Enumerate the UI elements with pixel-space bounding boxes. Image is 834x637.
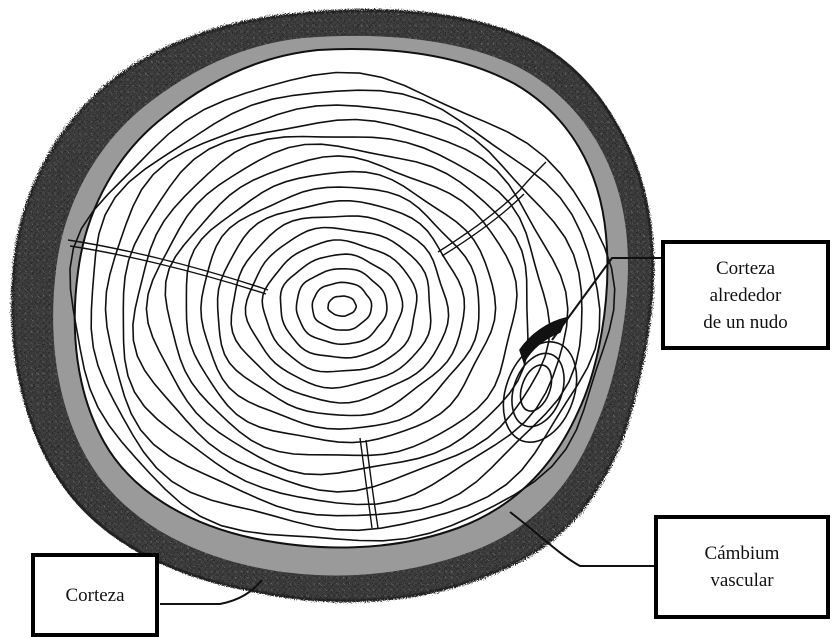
label-cambium-line-2: vascular (705, 567, 780, 594)
label-knot-bark: Corteza alrededor de un nudo (661, 240, 830, 350)
label-knot-bark-line-1: Corteza (703, 255, 787, 282)
label-cambium-line-1: Cámbium (705, 540, 780, 567)
label-knot-bark-line-2: alrededor (703, 282, 787, 309)
label-knot-bark-line-3: de un nudo (703, 309, 787, 336)
label-bark: Corteza (31, 553, 159, 637)
label-cambium: Cámbium vascular (654, 515, 830, 619)
label-bark-line-1: Corteza (65, 582, 124, 609)
